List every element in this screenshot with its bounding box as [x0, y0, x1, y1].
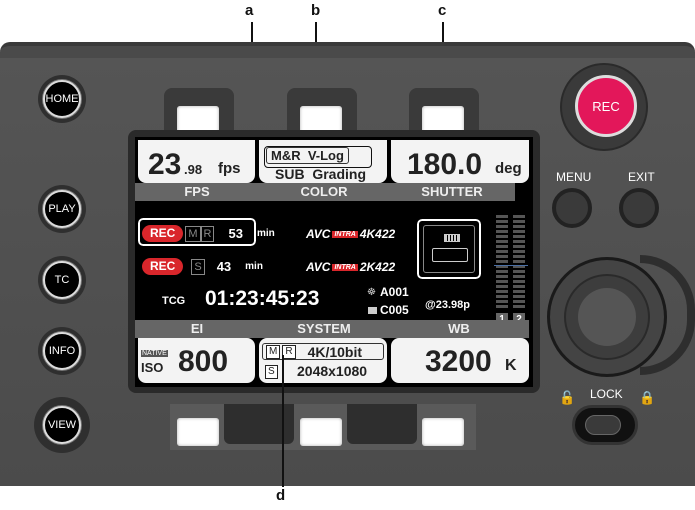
intra-badge: INTRA: [332, 263, 358, 271]
menu-button[interactable]: [552, 188, 592, 228]
tc-label: TCG: [162, 295, 186, 307]
callout-c: c: [438, 2, 447, 19]
slot-2-remaining: 43: [216, 259, 232, 274]
ei-value: 800: [178, 345, 229, 378]
top-function-button-3[interactable]: [422, 106, 464, 134]
system-label: SYSTEM: [259, 320, 389, 338]
slot-1-row: [137, 217, 257, 247]
tc-button[interactable]: TC: [38, 256, 86, 304]
shutter-unit: deg: [495, 160, 522, 177]
system-media-s: S: [265, 365, 278, 379]
slot-2-rec-badge: REC: [142, 258, 184, 275]
slot-2-media-s: S: [191, 258, 205, 275]
audio-meter-1: [496, 215, 508, 310]
shutter-value: 180.0: [407, 148, 483, 181]
timecode-value: 01:23:45:23: [205, 287, 320, 310]
slot-1-codec: AVC INTRA 4K422: [306, 227, 396, 241]
wb-label: WB: [389, 320, 529, 338]
bottom-function-button-2[interactable]: [300, 418, 342, 446]
fps-decimal: .98: [184, 162, 203, 177]
slot-1-media-r: R: [200, 225, 215, 242]
reel-icon: ☸: [367, 287, 376, 298]
lcd-screen: 23 .98 fps FPS M&R V-Log SUB Grading COL…: [135, 137, 533, 387]
top-function-button-1[interactable]: [177, 106, 219, 134]
color-label: COLOR: [259, 183, 389, 201]
slot-1-status: REC M R 53 min: [142, 225, 275, 242]
slot-1-remaining: 53: [228, 226, 243, 241]
power-status-box: [416, 218, 482, 280]
slot-1-media-m: M: [185, 225, 201, 242]
shutter-label: SHUTTER: [389, 183, 515, 201]
rec-button[interactable]: REC: [575, 75, 637, 137]
system-media-r: R: [282, 344, 296, 359]
system-card[interactable]: M R 4K/10bit S 2048x1080: [259, 338, 387, 383]
intra-badge: INTRA: [332, 230, 358, 238]
ei-label: EI: [135, 320, 259, 338]
callout-d: d: [276, 487, 286, 504]
exit-button[interactable]: [619, 188, 659, 228]
slot-2-unit: min: [245, 261, 263, 272]
ei-card[interactable]: NATIVE ISO 800: [138, 338, 255, 383]
frame-rate-tag: @23.98p: [425, 299, 470, 311]
camera-icon: [432, 248, 468, 262]
native-badge: NATIVE: [141, 350, 168, 357]
reel-value: A001: [380, 285, 409, 299]
battery-icon: [444, 234, 460, 242]
slot-1-rec-badge: REC: [142, 225, 184, 242]
top-function-button-2[interactable]: [300, 106, 342, 134]
bottom-function-button-1[interactable]: [177, 418, 219, 446]
fps-value: 23: [148, 148, 182, 181]
fps-label: FPS: [135, 183, 259, 201]
wb-unit: K: [505, 357, 517, 374]
jog-dial-center: [578, 288, 636, 346]
home-button[interactable]: HOME: [38, 75, 86, 123]
callout-b: b: [311, 2, 321, 19]
callout-a: a: [245, 2, 254, 19]
fps-card[interactable]: 23 .98 fps: [138, 140, 255, 183]
color-sub: SUB Grading: [275, 166, 367, 182]
bottom-function-button-3[interactable]: [422, 418, 464, 446]
bottom-slot-2: [347, 404, 417, 444]
wb-value: 3200: [425, 345, 492, 378]
color-card[interactable]: M&R V-Log SUB Grading: [259, 140, 387, 183]
color-main: M&R V-Log: [266, 147, 349, 164]
slot-1-unit: min: [256, 228, 275, 239]
menu-label: MENU: [556, 170, 592, 184]
system-sub-value: 2048x1080: [297, 363, 368, 379]
meter-ref-line: [494, 265, 528, 266]
clip-value: C005: [380, 303, 409, 317]
lock-switch[interactable]: [572, 405, 638, 445]
wb-card[interactable]: 3200 K: [391, 338, 529, 383]
system-main: M R 4K/10bit: [262, 343, 384, 360]
lock-icon: 🔒: [639, 390, 656, 405]
unlock-icon: 🔓: [559, 390, 576, 405]
exit-label: EXIT: [628, 170, 655, 184]
system-main-value: 4K/10bit: [307, 343, 363, 360]
play-button[interactable]: PLAY: [38, 185, 86, 233]
shutter-card[interactable]: 180.0 deg: [391, 140, 529, 183]
callout-d-line: [282, 355, 284, 487]
slot-2-status: REC S 43 min: [142, 258, 263, 275]
lock-label: LOCK: [590, 387, 623, 401]
slot-2-codec: AVC INTRA 2K422: [306, 260, 396, 274]
view-button[interactable]: VIEW: [34, 397, 90, 453]
fps-unit: fps: [218, 160, 241, 177]
clip-icon: [368, 307, 377, 314]
audio-meter-2: [513, 215, 525, 310]
system-media-m: M: [266, 344, 281, 359]
jog-dial[interactable]: [547, 257, 667, 377]
info-button[interactable]: INFO: [38, 327, 86, 375]
iso-label: ISO: [141, 360, 164, 375]
